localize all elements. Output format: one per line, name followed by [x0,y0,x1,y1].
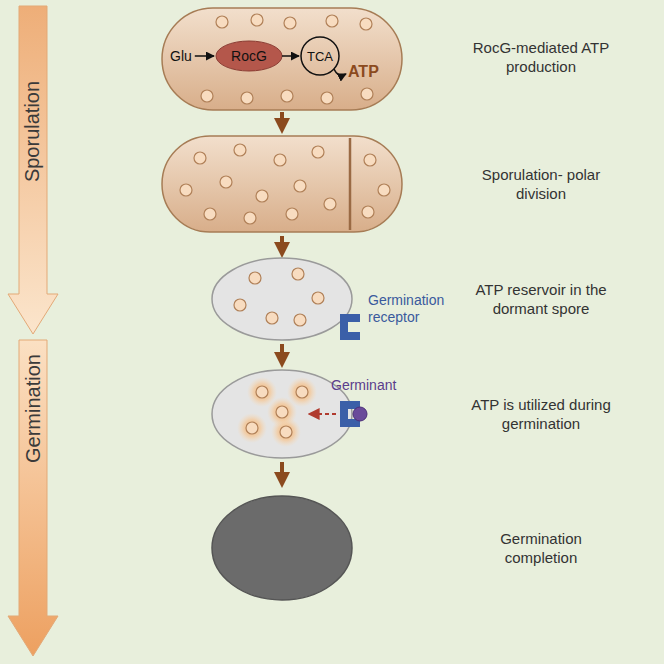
phase-label: Germination [22,354,45,463]
stage-label-slot: RocG-mediated ATP production [466,38,616,76]
cycle-label: TCA [307,49,333,64]
enzyme-label: RocG [231,48,267,64]
vegetative-cell: GluATP RocG TCA [162,8,402,110]
receptor-label: Germination receptor [368,292,454,326]
substrate-label: Glu [170,48,192,64]
vegetative-cell-shape [162,8,402,110]
substrate-label-slot: Glu [170,48,192,64]
stage-label: RocG-mediated ATP production [466,38,616,76]
cycle-circle: TCA [300,36,340,76]
stage-label: ATP reservoir in the dormant spore [466,280,616,318]
germinated-cell [212,496,352,600]
stage-label-slot: ATP is utilized during germination [466,395,616,433]
germinant-label-slot: Germinant [331,377,396,393]
receptor-symbol: Germination receptor [338,312,362,342]
receptor-label-slot: Germination receptor [368,292,454,326]
phase-label-slot: Sporulation [22,80,45,181]
germinant-ball: Germinant [353,407,367,421]
stage-label: ATP is utilized during germination [466,395,616,433]
phase-arrow: Germination [8,340,58,656]
product-label-slot: ATP [348,63,379,81]
phase-label-slot: Germination [22,354,45,463]
product-label: ATP [348,63,379,81]
reaction-arrow [282,55,299,57]
dividing-cell [162,136,402,232]
phase-arrow: Sporulation [8,6,58,334]
stage-label: Sporulation- polar division [466,165,616,203]
enzyme-label-slot: RocG [231,48,267,64]
germinant-ball-shape [353,407,367,421]
stage-label-slot: ATP reservoir in the dormant spore [466,280,616,318]
stage-label: Germination completion [466,529,616,567]
enzyme-ellipse: RocG [216,41,282,71]
phase-label: Sporulation [22,80,45,181]
stage-label-slot: Sporulation- polar division [466,165,616,203]
cycle-label-slot: TCA [307,49,333,64]
receptor-symbol-shape [338,312,362,342]
stage-label-slot: Germination completion [466,529,616,567]
germinant-label: Germinant [331,377,396,393]
signal-arrow [310,413,336,415]
dormant-spore [212,258,352,340]
